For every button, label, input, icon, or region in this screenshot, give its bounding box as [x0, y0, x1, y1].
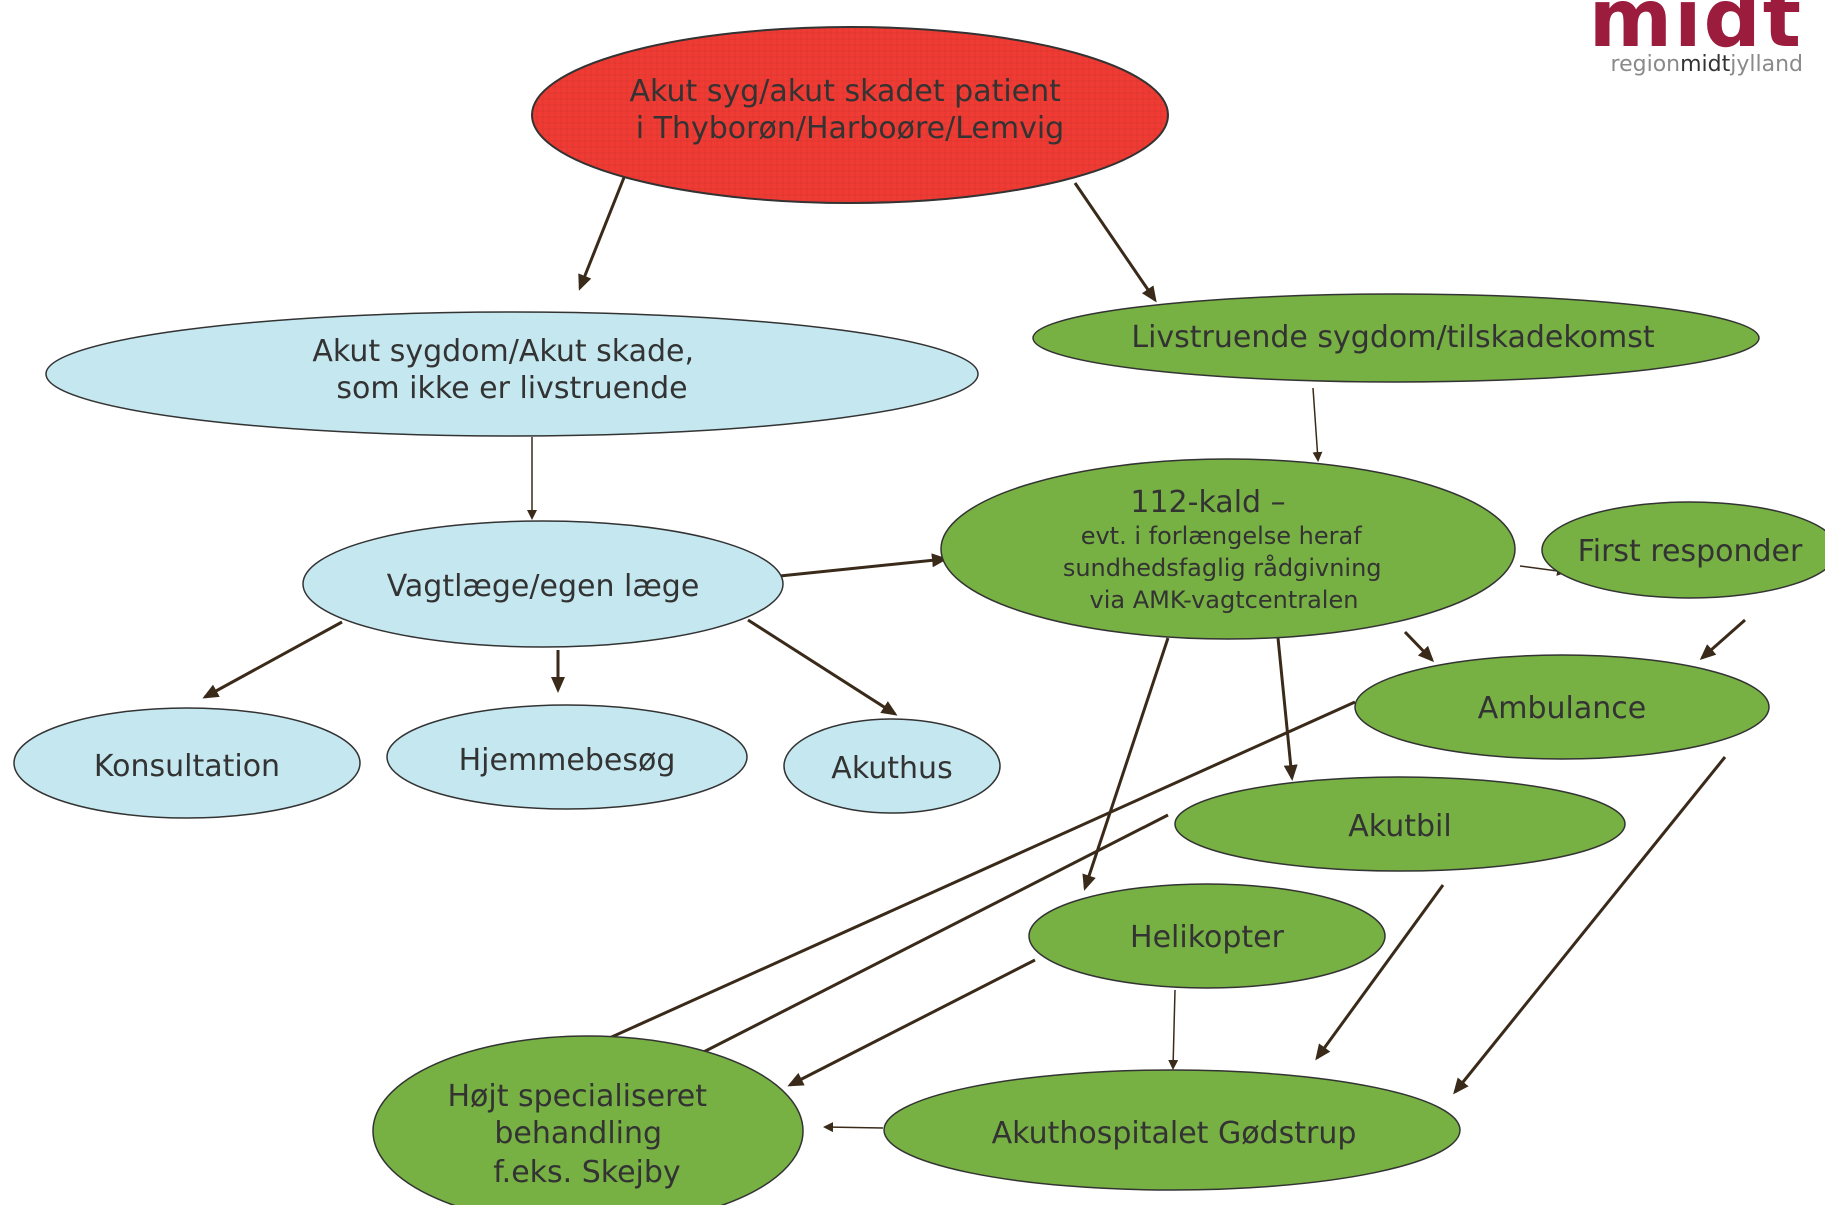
- logo-sub-region: region: [1610, 52, 1681, 77]
- arrow-godstrup-to-hojt: [823, 1122, 884, 1133]
- arrow-first-to-ambulance: [1699, 618, 1746, 660]
- svg-text:Højt specialiseret behan: Højt specialiseret behandling f.eks. Ske…: [447, 1079, 716, 1190]
- node-ambulance-line-1: Ambulance: [1478, 691, 1647, 726]
- arrow-helikopter-to-hojt: [787, 958, 1036, 1087]
- node-hjemmebesog-line-1: Hjemmebesøg: [459, 743, 676, 778]
- arrow-vagt-to-kald: [769, 553, 948, 579]
- node-livs-line-1: Livstruende sygdom/tilskadekomst: [1131, 320, 1655, 355]
- arrow-ambulance-to-godstrup: [1453, 756, 1727, 1095]
- node-patient-line-1: Akut syg/akut skadet patient: [630, 74, 1062, 109]
- logo-subtitle: regionmidtjylland: [1611, 52, 1803, 77]
- svg-text:Akutbil: Akutbil: [1348, 809, 1451, 844]
- arrow-akutbil-to-hojt: [675, 813, 1169, 1067]
- node-konsultation-line-1: Konsultation: [94, 749, 280, 784]
- node-godstrup-line-1: Akuthospitalet Gødstrup: [992, 1116, 1357, 1151]
- arrow-patient-to-akut: [578, 174, 627, 291]
- arrow-kald-to-helikopter: [1082, 637, 1170, 891]
- node-vagtlaege: Vagtlæge/egen læge: [302, 520, 784, 648]
- arrow-patient-to-livs: [1073, 182, 1157, 303]
- node-first-line-1: First responder: [1578, 534, 1803, 569]
- svg-text:Konsultation: Konsultation: [94, 749, 280, 784]
- logo-mark: midt: [1588, 0, 1803, 65]
- arrow-ambulance-to-hojt: [562, 700, 1356, 1060]
- node-akuthus: Akuthus: [783, 718, 1001, 814]
- node-helikopter-line-1: Helikopter: [1130, 920, 1285, 955]
- node-patient-line-2: i Thyborøn/Harboøre/Lemvig: [636, 111, 1064, 146]
- node-kald-line-2: sundhedsfaglig rådgivning: [1063, 553, 1382, 582]
- node-ambulance: Ambulance: [1354, 654, 1770, 760]
- logo-sub-jylland: jylland: [1730, 52, 1803, 77]
- node-akut-line-1: Akut sygdom/Akut skade,: [312, 334, 694, 369]
- node-hojt-line-3: f.eks. Skejby: [493, 1155, 680, 1190]
- svg-text:Hjemmebesøg: Hjemmebesøg: [459, 743, 676, 778]
- node-first-responder: First responder: [1541, 501, 1825, 599]
- svg-text:Livstruende sygdom/tilskadekom: Livstruende sygdom/tilskadekomst: [1131, 320, 1655, 355]
- node-112-kald: 112-kald – evt. i forlængelse heraf sund…: [940, 458, 1516, 640]
- node-akutbil: Akutbil: [1174, 776, 1626, 872]
- node-vagt-line-1: Vagtlæge/egen læge: [387, 569, 700, 604]
- node-akuthus-line-1: Akuthus: [831, 751, 952, 786]
- node-akutbil-line-1: Akutbil: [1348, 809, 1451, 844]
- node-hojt-line-2: behandling: [494, 1116, 662, 1151]
- node-godstrup: Akuthospitalet Gødstrup: [883, 1069, 1461, 1191]
- logo-sub-midt: midt: [1680, 52, 1731, 77]
- region-logo: midt regionmidtjylland: [1563, 0, 1803, 90]
- node-patient: Akut syg/akut skadet patient i Thyborøn/…: [531, 26, 1169, 204]
- node-akut-sygdom: Akut sygdom/Akut skade, som ikke er livs…: [45, 311, 979, 437]
- arrow-kald-to-akutbil: [1276, 637, 1298, 781]
- svg-text:Akuthus: Akuthus: [831, 751, 952, 786]
- svg-text:Akuthospitalet Gødstrup: Akuthospitalet Gødstrup: [992, 1116, 1357, 1151]
- svg-text:112-kald –: 112-kald –: [1130, 485, 1285, 520]
- svg-text:Ambulance: Ambulance: [1478, 691, 1647, 726]
- svg-text:evt. i forlængelse heraf: evt. i forlængelse heraf sundhedsfaglig …: [1063, 522, 1389, 614]
- svg-text:Helikopter: Helikopter: [1130, 920, 1285, 955]
- node-hjemmebesog: Hjemmebesøg: [386, 704, 748, 810]
- arrow-akutbil-to-godstrup: [1315, 884, 1445, 1061]
- arrow-helikopter-to-godstrup: [1168, 989, 1179, 1070]
- node-livstruende: Livstruende sygdom/tilskadekomst: [1032, 293, 1760, 383]
- svg-text:First responder: First responder: [1578, 534, 1803, 569]
- arrow-vagt-to-konsultation: [202, 620, 343, 699]
- svg-text:Akut sygdom/Akut skade,: Akut sygdom/Akut skade, som ikke er livs…: [312, 334, 703, 406]
- node-hojt-line-1: Højt specialiseret: [447, 1079, 707, 1114]
- arrows: [202, 174, 1746, 1133]
- arrow-kald-to-ambulance: [1403, 630, 1435, 663]
- node-akut-line-2: som ikke er livstruende: [336, 371, 687, 406]
- node-konsultation: Konsultation: [13, 707, 361, 819]
- node-kald-title: 112-kald –: [1130, 485, 1285, 520]
- svg-text:Akut syg/akut skadet patient: Akut syg/akut skadet patient i Thyborøn/…: [630, 74, 1071, 146]
- arrow-livs-to-kald: [1312, 387, 1323, 462]
- node-kald-line-3: via AMK-vagtcentralen: [1090, 586, 1359, 614]
- node-kald-line-1: evt. i forlængelse heraf: [1081, 522, 1362, 550]
- arrow-vagt-to-akuthus: [747, 618, 898, 716]
- svg-text:Vagtlæge/egen læge: Vagtlæge/egen læge: [387, 569, 700, 604]
- node-helikopter: Helikopter: [1028, 883, 1386, 989]
- node-hojt-specialiseret: Højt specialiseret behandling f.eks. Ske…: [372, 1035, 804, 1205]
